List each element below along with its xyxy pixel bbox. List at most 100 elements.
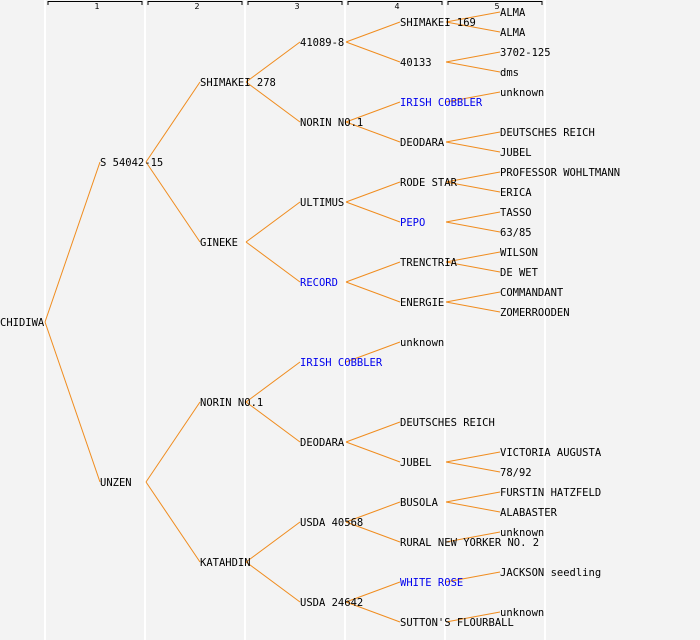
variety-label: ALMA bbox=[500, 27, 526, 39]
variety-link[interactable]: WHITE ROSE bbox=[400, 577, 463, 589]
variety-label: unknown bbox=[400, 337, 444, 349]
pedigree-edge bbox=[345, 121, 401, 143]
variety-label: NORIN NO.1 bbox=[300, 117, 363, 129]
generation-headers: 1 2 3 4 5 bbox=[47, 1, 543, 11]
pedigree-edges bbox=[44, 11, 501, 623]
variety-label: SUTTON'S FLOURBALL bbox=[400, 617, 514, 629]
variety-label: RODE STAR bbox=[400, 177, 458, 189]
variety-label: VICTORIA AUGUSTA bbox=[500, 447, 602, 459]
variety-link[interactable]: IRISH COBBLER bbox=[400, 97, 483, 109]
variety-label: 3702-125 bbox=[500, 47, 551, 59]
pedigree-edge bbox=[445, 291, 501, 303]
pedigree-edge bbox=[245, 41, 301, 83]
pedigree-edge bbox=[445, 491, 501, 503]
pedigree-edge bbox=[445, 141, 501, 153]
generation-bracket bbox=[247, 1, 343, 5]
variety-label: DEODARA bbox=[300, 437, 345, 449]
pedigree-edge bbox=[345, 601, 401, 623]
pedigree-edge bbox=[445, 171, 501, 183]
pedigree-edge bbox=[445, 11, 501, 23]
variety-label: ENERGIE bbox=[400, 297, 444, 309]
pedigree-edge bbox=[445, 531, 501, 543]
pedigree-edge bbox=[445, 211, 501, 223]
pedigree-edge bbox=[145, 481, 201, 563]
generation-header: 4 bbox=[394, 2, 399, 11]
generation-header: 3 bbox=[294, 2, 299, 11]
variety-label: KATAHDIN bbox=[200, 557, 251, 569]
variety-label: 63/85 bbox=[500, 227, 532, 239]
variety-label: ALMA bbox=[500, 7, 526, 19]
variety-label: ALABASTER bbox=[500, 507, 558, 519]
pedigree-edge bbox=[345, 501, 401, 523]
pedigree-edge bbox=[345, 421, 401, 443]
variety-label: S 54042-15 bbox=[100, 157, 163, 169]
pedigree-edge bbox=[345, 41, 401, 63]
variety-label: JUBEL bbox=[500, 147, 532, 159]
generation-bracket bbox=[147, 1, 243, 5]
variety-label: 41089-8 bbox=[300, 37, 344, 49]
variety-label: 40133 bbox=[400, 57, 432, 69]
variety-label: ERICA bbox=[500, 187, 532, 199]
pedigree-edge bbox=[345, 521, 401, 543]
pedigree-edge bbox=[445, 51, 501, 63]
pedigree-edge bbox=[345, 441, 401, 463]
generation-header: 2 bbox=[194, 2, 199, 11]
variety-label: DEODARA bbox=[400, 137, 445, 149]
pedigree-edge bbox=[245, 81, 301, 123]
variety-label: ULTIMUS bbox=[300, 197, 344, 209]
variety-label: dms bbox=[500, 67, 519, 79]
pedigree-edge bbox=[445, 61, 501, 73]
pedigree-edge bbox=[345, 581, 401, 603]
variety-link[interactable]: IRISH COBBLER bbox=[300, 357, 383, 369]
pedigree-edge bbox=[345, 181, 401, 203]
variety-label: RURAL NEW YORKER NO. 2 bbox=[400, 537, 539, 549]
generation-bracket bbox=[347, 1, 443, 5]
variety-label: BUSOLA bbox=[400, 497, 439, 509]
variety-label: unknown bbox=[500, 87, 544, 99]
pedigree-edge bbox=[245, 561, 301, 603]
pedigree-edge bbox=[345, 281, 401, 303]
pedigree-edge bbox=[345, 101, 401, 123]
pedigree-edge bbox=[445, 251, 501, 263]
variety-label: USDA 24642 bbox=[300, 597, 363, 609]
pedigree-edge bbox=[445, 301, 501, 313]
pedigree-edge bbox=[445, 501, 501, 513]
variety-label: COMMANDANT bbox=[500, 287, 564, 299]
variety-label: JACKSON seedling bbox=[500, 567, 601, 579]
variety-label: JUBEL bbox=[400, 457, 432, 469]
variety-label: PROFESSOR WOHLTMANN bbox=[500, 167, 620, 179]
pedigree-edge bbox=[445, 461, 501, 473]
pedigree-edge bbox=[345, 261, 401, 283]
pedigree-edge bbox=[245, 241, 301, 283]
generation-header: 5 bbox=[494, 2, 499, 11]
variety-link[interactable]: PEPO bbox=[400, 217, 425, 229]
pedigree-edge bbox=[445, 221, 501, 233]
pedigree-edge bbox=[445, 91, 501, 103]
pedigree-edge bbox=[44, 321, 101, 483]
pedigree-edge bbox=[345, 21, 401, 43]
pedigree-edge bbox=[245, 361, 301, 403]
variety-label: GINEKE bbox=[200, 237, 238, 249]
generation-bracket bbox=[47, 1, 143, 5]
pedigree-edge bbox=[445, 451, 501, 463]
variety-label: DEUTSCHES REICH bbox=[500, 127, 595, 139]
variety-link[interactable]: RECORD bbox=[300, 277, 338, 289]
pedigree-edge bbox=[345, 341, 401, 363]
variety-label: USDA 40568 bbox=[300, 517, 363, 529]
pedigree-edge bbox=[44, 161, 101, 323]
variety-label: SHIMAKEI 169 bbox=[400, 17, 476, 29]
pedigree-edge bbox=[445, 181, 501, 193]
pedigree-edge bbox=[445, 131, 501, 143]
variety-label: FURSTIN HATZFELD bbox=[500, 487, 601, 499]
variety-label: NORIN NO.1 bbox=[200, 397, 263, 409]
variety-label: CHIDIWA bbox=[0, 317, 45, 329]
variety-label: UNZEN bbox=[100, 477, 132, 489]
variety-label: DEUTSCHES REICH bbox=[400, 417, 495, 429]
generation-bracket bbox=[447, 1, 543, 5]
generation-header: 1 bbox=[94, 2, 99, 11]
pedigree-edge bbox=[445, 611, 501, 623]
variety-label: WILSON bbox=[500, 247, 538, 259]
pedigree-edge bbox=[145, 161, 201, 243]
